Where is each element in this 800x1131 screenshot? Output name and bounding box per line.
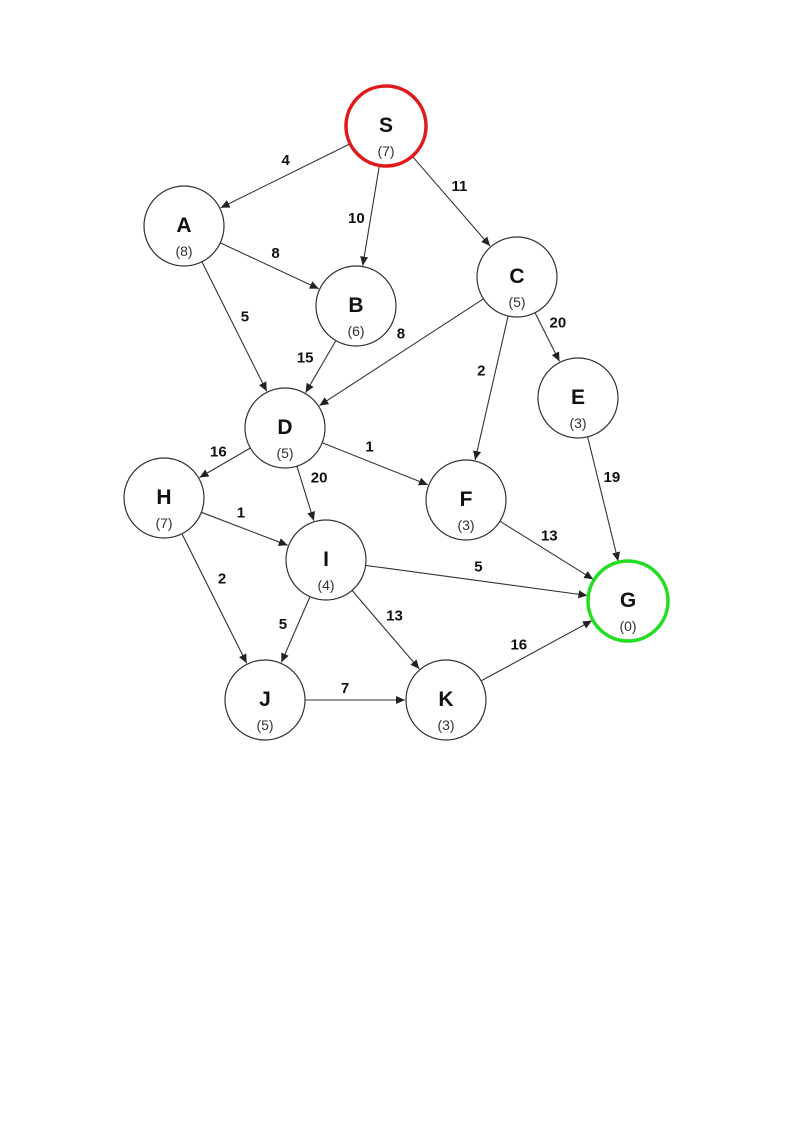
edge-weight-b-d: 15 [297,350,314,367]
node-c: C (5) [476,236,558,318]
edge-weight-a-d: 5 [241,308,249,325]
node-j-label: J [259,688,271,711]
edge-weight-c-f: 2 [477,363,485,380]
edge-d-i [296,466,316,521]
node-d-circle [244,387,326,469]
node-i-label: I [323,548,329,571]
node-h-label: H [156,486,171,509]
node-i-heuristic: (4) [317,577,334,593]
node-e-label: E [571,386,585,409]
edge-weight-i-g: 5 [474,559,482,576]
edge-weight-h-i: 1 [237,504,245,521]
edge-h-i [201,511,288,546]
node-j: J (5) [224,659,306,741]
edge-b-d [305,340,337,393]
edge-i-j [280,596,311,663]
node-d: D (5) [244,387,326,469]
edge-weights-layer: 4 10 11 8 5 15 8 2 20 16 20 1 19 13 1 2 5 5 13 7 16 [210,152,620,697]
node-e-heuristic: (3) [569,415,586,431]
edge-weight-s-b: 10 [348,210,365,227]
node-g: G (0) [586,559,670,643]
node-b-heuristic: (6) [347,323,364,339]
node-c-label: C [509,265,524,288]
node-e: E (3) [537,357,619,439]
edge-s-a [220,143,351,209]
edge-weight-s-a: 4 [282,152,291,169]
node-i: I (4) [285,519,367,601]
node-j-heuristic: (5) [256,717,273,733]
node-h-circle [123,457,205,539]
node-b-circle [315,265,397,347]
edge-weight-i-j: 5 [279,616,287,633]
node-s-label: S [379,114,393,137]
edge-weight-c-e: 20 [550,315,567,332]
nodes-layer: S (7) A (8) B (6) C (5) D (5) E (3) F (3) G (0) H (7) I (4)… [123,84,670,741]
node-k-heuristic: (3) [437,717,454,733]
edge-weight-a-b: 8 [271,245,279,262]
edge-d-h [199,447,251,478]
edge-s-c [411,155,491,247]
node-k-circle [405,659,487,741]
edge-weight-f-g: 13 [541,527,558,544]
edge-c-e [534,312,560,362]
edge-weight-d-i: 20 [311,469,328,486]
edge-weight-d-h: 16 [210,444,227,461]
node-k: K (3) [405,659,487,741]
node-g-heuristic: (0) [619,618,636,634]
edge-e-g [587,436,620,562]
edge-a-b [220,242,320,290]
edge-weight-d-f: 1 [365,439,373,456]
edge-weight-k-g: 16 [510,637,527,654]
node-f: F (3) [425,459,507,541]
edge-s-b [360,165,380,266]
node-a-heuristic: (8) [175,243,192,259]
edge-c-d [319,298,484,407]
edge-c-f [473,315,509,461]
node-h-heuristic: (7) [155,515,172,531]
node-b-label: B [348,294,363,317]
node-c-circle [476,236,558,318]
node-f-circle [425,459,507,541]
edge-d-f [321,442,429,486]
edge-a-d [201,261,268,392]
edge-i-g [365,564,588,599]
edge-weight-i-k: 13 [386,607,403,624]
node-s: S (7) [344,84,428,168]
node-f-heuristic: (3) [457,517,474,533]
node-s-heuristic: (7) [377,143,394,159]
node-e-circle [537,357,619,439]
edge-f-g [499,520,594,580]
edge-i-k [351,590,420,670]
node-d-label: D [277,416,292,439]
edge-weight-e-g: 19 [604,469,621,486]
node-g-label: G [620,589,636,612]
node-i-circle [285,519,367,601]
node-a-circle [143,185,225,267]
edge-k-g [480,620,593,682]
edge-h-j [181,533,248,664]
node-c-heuristic: (5) [508,294,525,310]
edge-weight-h-j: 2 [218,570,226,587]
node-f-label: F [460,488,473,511]
node-k-label: K [438,688,453,711]
node-h: H (7) [123,457,205,539]
edge-weight-c-d: 8 [397,326,405,343]
node-b: B (6) [315,265,397,347]
edge-weight-j-k: 7 [341,680,349,697]
node-a: A (8) [143,185,225,267]
node-g-circle [586,559,670,643]
node-j-circle [224,659,306,741]
edge-weight-s-c: 11 [451,178,467,195]
node-d-heuristic: (5) [276,445,293,461]
node-s-circle [344,84,428,168]
edges-layer [181,143,620,705]
node-a-label: A [176,214,191,237]
